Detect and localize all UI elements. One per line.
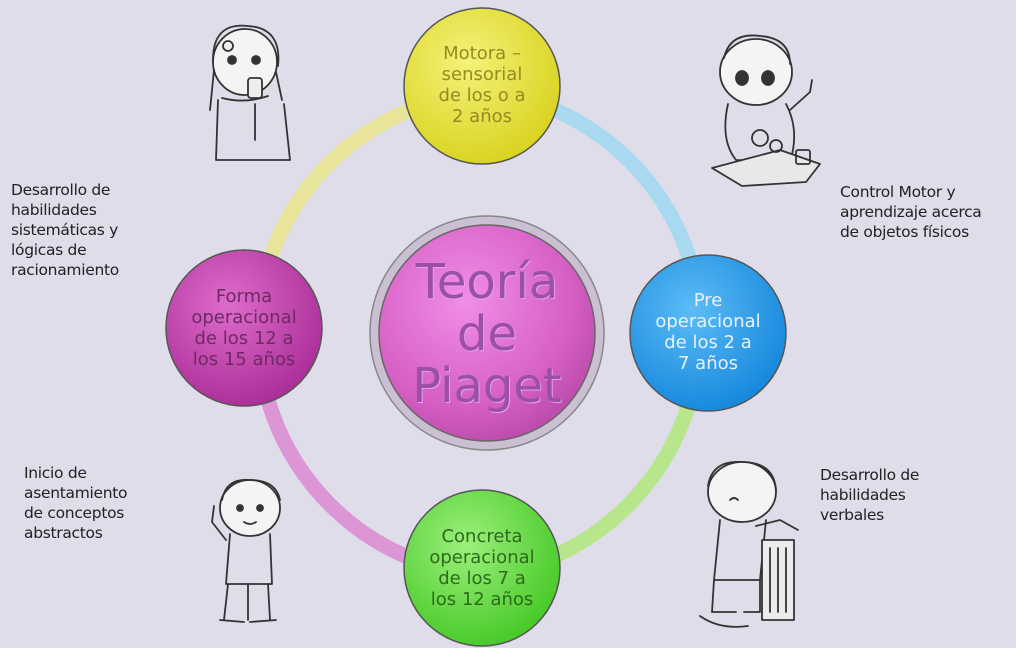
note-bottom-right-line-1: Desarrollo de [820,466,920,484]
girl-drinking-icon [209,24,291,161]
stage-circle-left [165,249,323,407]
note-bottom-right-line-2: habilidades [820,486,906,504]
note-bottom-left-line-3: de conceptos [24,504,125,522]
note-top-left: Desarrollo de habilidades sistemáticas y… [11,180,119,280]
note-bottom-right-line-3: verbales [820,506,884,524]
note-top-right-line-1: Control Motor y [840,183,956,201]
boy-pointing-icon [211,478,281,623]
note-top-right-line-3: de objetos físicos [840,223,969,241]
ring-segment-top-right [547,102,698,268]
center-title-line-3: Piaget [412,358,562,414]
note-top-left-line-5: racionamiento [11,261,119,279]
note-top-left-line-4: lógicas de [11,241,87,259]
note-top-left-line-1: Desarrollo de [11,181,111,199]
note-top-left-line-2: habilidades [11,201,97,219]
boy-reading-icon [699,461,799,628]
ring-segment-bottom-left [260,392,423,568]
stage-circle-bottom [403,489,561,647]
stage-circle-top [403,7,561,165]
ring-segment-top-left [260,102,418,273]
center-title-line-1: Teoría [415,254,559,310]
note-top-left-line-3: sistemáticas y [11,221,119,239]
center-circle [378,224,596,442]
note-top-right-line-2: aprendizaje acerca [840,203,982,221]
note-bottom-left-line-1: Inicio de [24,464,87,482]
center-title-line-2: de [457,306,517,362]
ring [260,102,698,568]
ring-segment-bottom-right [537,392,698,568]
stage-circle-right [629,254,787,412]
note-bottom-left-line-4: abstractos [24,524,103,542]
note-bottom-right: Desarrollo de habilidades verbales [820,465,919,525]
note-bottom-left-line-2: asentamiento [24,484,128,502]
note-bottom-left: Inicio de asentamiento de conceptos abst… [24,463,128,543]
center-title: Teoría de Piaget [387,256,587,412]
toddler-drawing-icon [711,34,821,187]
note-top-right: Control Motor y aprendizaje acerca de ob… [840,182,982,242]
